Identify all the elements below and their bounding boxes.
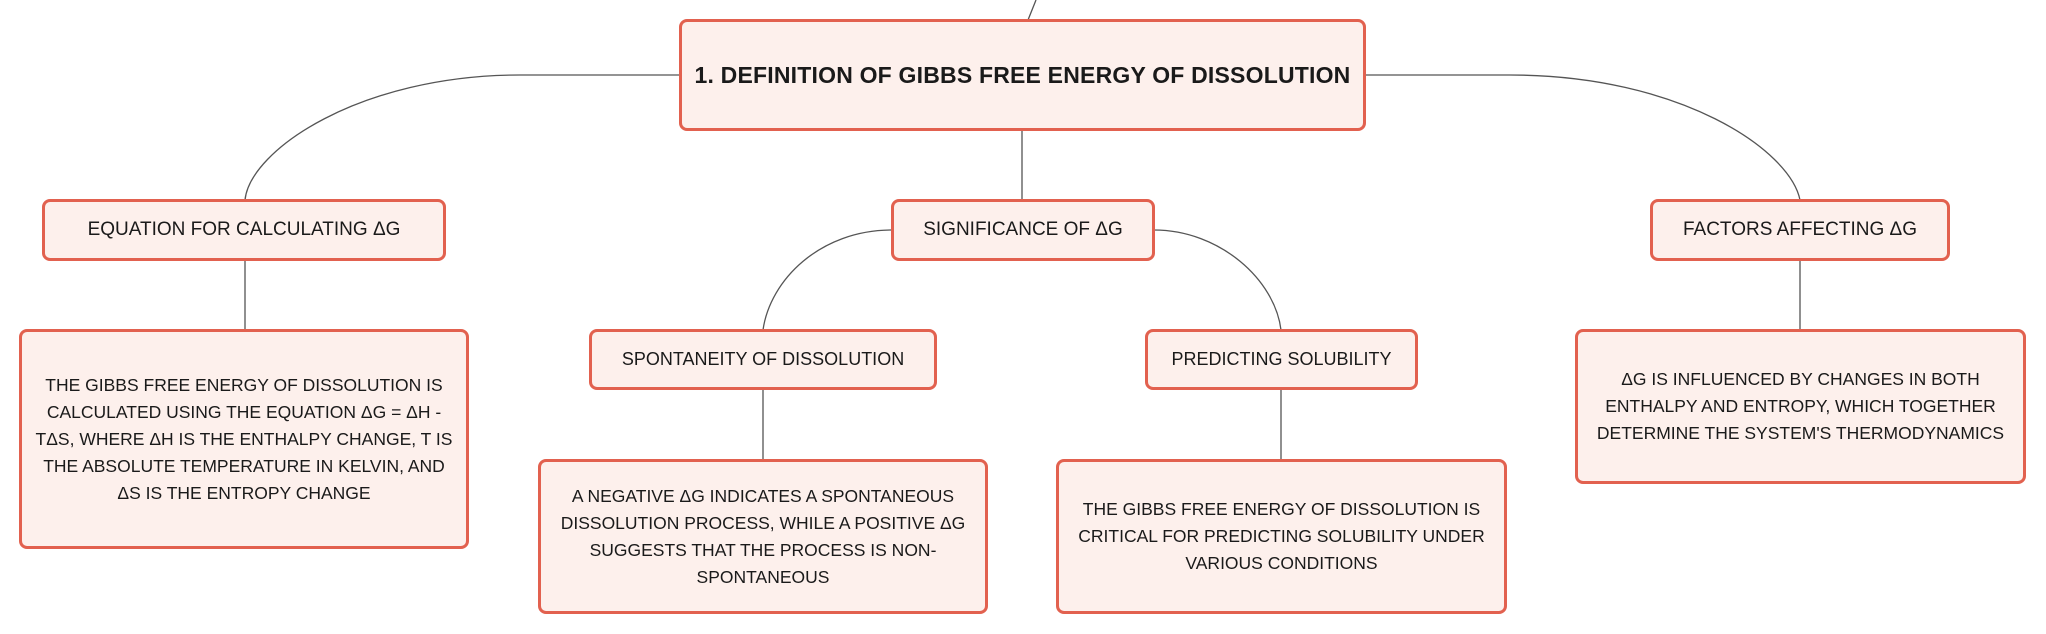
factors-topic-node[interactable]: FACTORS AFFECTING ΔG <box>1650 199 1950 261</box>
significance-topic-node[interactable]: SIGNIFICANCE OF ΔG <box>891 199 1155 261</box>
factors-topic-label: FACTORS AFFECTING ΔG <box>1682 219 1918 240</box>
connector-central-to-factors <box>1366 74 1801 201</box>
spontaneity-subtopic-label: SPONTANEITY OF DISSOLUTION <box>621 349 905 369</box>
significance-topic-label: SIGNIFICANCE OF ΔG <box>923 219 1123 240</box>
spontaneity-detail-text: A NEGATIVE ΔG INDICATES A SPONTANEOUS DI… <box>560 485 966 587</box>
connector-significance-to-solubility <box>1153 229 1282 331</box>
solubility-detail-node[interactable]: THE GIBBS FREE ENERGY OF DISSOLUTION IS … <box>1056 459 1507 614</box>
equation-detail-node[interactable]: THE GIBBS FREE ENERGY OF DISSOLUTION IS … <box>19 329 469 549</box>
equation-detail-text: THE GIBBS FREE ENERGY OF DISSOLUTION IS … <box>35 374 453 503</box>
solubility-detail-text: THE GIBBS FREE ENERGY OF DISSOLUTION IS … <box>1078 499 1485 573</box>
connector-significance-to-spontaneity <box>762 229 893 331</box>
connector-parent-to-central <box>1027 0 1037 21</box>
solubility-subtopic-label: PREDICTING SOLUBILITY <box>1171 349 1392 369</box>
equation-topic-label: EQUATION FOR CALCULATING ΔG <box>87 219 401 240</box>
solubility-subtopic-node[interactable]: PREDICTING SOLUBILITY <box>1145 329 1418 390</box>
connector-central-to-equation <box>244 74 680 201</box>
factors-detail-text: ΔG IS INFLUENCED BY CHANGES IN BOTH ENTH… <box>1596 369 2005 443</box>
central-topic-node[interactable]: 1. DEFINITION OF GIBBS FREE ENERGY OF DI… <box>679 19 1366 131</box>
factors-detail-node[interactable]: ΔG IS INFLUENCED BY CHANGES IN BOTH ENTH… <box>1575 329 2026 484</box>
equation-topic-node[interactable]: EQUATION FOR CALCULATING ΔG <box>42 199 446 261</box>
spontaneity-subtopic-node[interactable]: SPONTANEITY OF DISSOLUTION <box>589 329 937 390</box>
central-topic-label: 1. DEFINITION OF GIBBS FREE ENERGY OF DI… <box>694 61 1351 88</box>
spontaneity-detail-node[interactable]: A NEGATIVE ΔG INDICATES A SPONTANEOUS DI… <box>538 459 988 614</box>
